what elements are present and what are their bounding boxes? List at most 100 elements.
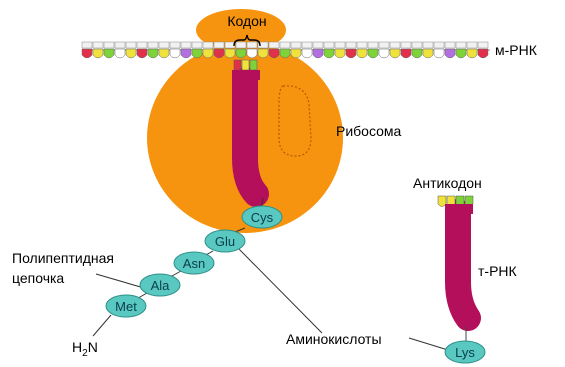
mrna-nucleotide <box>93 49 103 58</box>
peptidyl-trna-body <box>245 80 256 194</box>
aa-cys: Cys <box>242 206 282 228</box>
mrna-strand <box>82 42 490 58</box>
mrna-backbone-segment <box>82 42 92 48</box>
mrna-backbone-segment <box>236 42 246 48</box>
mrna-backbone-segment <box>478 42 488 48</box>
mrna-nucleotide <box>104 49 114 58</box>
mrna-backbone-segment <box>401 42 411 48</box>
mrna-nucleotide <box>368 49 378 58</box>
mrna-nucleotide <box>379 49 389 58</box>
mrna-nucleotide <box>115 49 125 58</box>
amino-acid-label: Asn <box>183 256 205 271</box>
mrna-backbone-segment <box>467 42 477 48</box>
mrna-backbone-segment <box>379 42 389 48</box>
mrna-backbone-segment <box>445 42 455 48</box>
chain-link <box>93 315 111 336</box>
mrna-nucleotide <box>423 49 433 58</box>
mrna-backbone-segment <box>126 42 136 48</box>
mrna-backbone-segment <box>412 42 422 48</box>
free-trna <box>438 196 473 342</box>
amino-acid-label: Glu <box>215 234 235 249</box>
mrna-backbone-segment <box>423 42 433 48</box>
mrna-backbone-segment <box>181 42 191 48</box>
mrna-nucleotide <box>401 49 411 58</box>
mrna-nucleotide <box>181 49 191 58</box>
mrna-nucleotide <box>247 49 257 58</box>
mrna-backbone-segment <box>335 42 345 48</box>
amino-acids-label: Аминокислоты <box>286 331 382 347</box>
mrna-backbone-segment <box>148 42 158 48</box>
mrna-nucleotide <box>236 49 246 58</box>
mrna-nucleotide <box>313 49 323 58</box>
n-terminus-h: H <box>72 339 82 355</box>
mrna-nucleotide <box>324 49 334 58</box>
mrna-backbone-segment <box>456 42 466 48</box>
mrna-nucleotide <box>148 49 158 58</box>
mrna-nucleotide <box>302 49 312 58</box>
polypeptide-pointer <box>96 274 144 288</box>
mrna-backbone-segment <box>214 42 224 48</box>
trna-anticodon-nucleotide <box>242 60 249 70</box>
mrna-nucleotide <box>412 49 422 58</box>
polypeptide-label-line2: цепочка <box>12 270 64 286</box>
mrna-backbone-segment <box>115 42 125 48</box>
mrna-nucleotide <box>170 49 180 58</box>
mrna-nucleotide <box>467 49 477 58</box>
mrna-label: м-РНК <box>495 42 538 58</box>
trna-acceptor-stem <box>232 70 260 80</box>
n-terminus-n: N <box>88 339 98 355</box>
polypeptide-label-line1: Полипептидная <box>12 250 114 266</box>
mrna-nucleotide <box>159 49 169 58</box>
mrna-backbone-segment <box>434 42 444 48</box>
mrna-nucleotide <box>137 49 147 58</box>
trna-anticodon-nucleotide <box>234 60 241 70</box>
mrna-nucleotide <box>225 49 235 58</box>
codon-label: Кодон <box>227 13 266 29</box>
mrna-nucleotide <box>478 49 488 58</box>
mrna-nucleotide <box>390 49 400 58</box>
mrna-backbone-segment <box>390 42 400 48</box>
aa-met: Met <box>106 295 146 317</box>
mrna-nucleotide <box>357 49 367 58</box>
aa-lys: Lys <box>445 341 485 363</box>
mrna-backbone-segment <box>203 42 213 48</box>
mrna-nucleotide <box>82 49 92 58</box>
mrna-backbone-segment <box>368 42 378 48</box>
trna-anticodon-nucleotide <box>250 60 257 70</box>
free-trna-acceptor-stem <box>445 204 473 214</box>
aa-ala: Ala <box>140 274 180 296</box>
mrna-backbone-segment <box>137 42 147 48</box>
amino-acids-pointer-lys <box>409 338 448 350</box>
mrna-backbone-segment <box>324 42 334 48</box>
mrna-nucleotide <box>192 49 202 58</box>
amino-acid-label: Cys <box>251 210 274 225</box>
mrna-backbone-segment <box>104 42 114 48</box>
mrna-nucleotide <box>126 49 136 58</box>
mrna-backbone-segment <box>291 42 301 48</box>
mrna-backbone-segment <box>269 42 279 48</box>
pointer-lines <box>96 245 448 350</box>
mrna-backbone-segment <box>192 42 202 48</box>
trna-anticodon-nucleotide <box>438 196 446 207</box>
mrna-nucleotide <box>346 49 356 58</box>
mrna-nucleotide <box>434 49 444 58</box>
mrna-nucleotide <box>214 49 224 58</box>
mrna-backbone-segment <box>159 42 169 48</box>
mrna-nucleotide <box>335 49 345 58</box>
mrna-backbone-segment <box>247 42 257 48</box>
mrna-backbone-segment <box>346 42 356 48</box>
anticodon-label: Антикодон <box>413 175 482 191</box>
aa-glu: Glu <box>205 230 245 252</box>
mrna-nucleotide <box>291 49 301 58</box>
mrna-nucleotide <box>258 49 268 58</box>
mrna-nucleotide <box>280 49 290 58</box>
mrna-backbone-segment <box>302 42 312 48</box>
peptidyl-trna <box>232 60 260 194</box>
mrna-backbone-segment <box>93 42 103 48</box>
trna-label: т-РНК <box>478 263 518 279</box>
amino-acid-label: Lys <box>455 345 475 360</box>
mrna-nucleotide <box>203 49 213 58</box>
aa-asn: Asn <box>174 252 214 274</box>
free-trna-body <box>458 212 468 318</box>
